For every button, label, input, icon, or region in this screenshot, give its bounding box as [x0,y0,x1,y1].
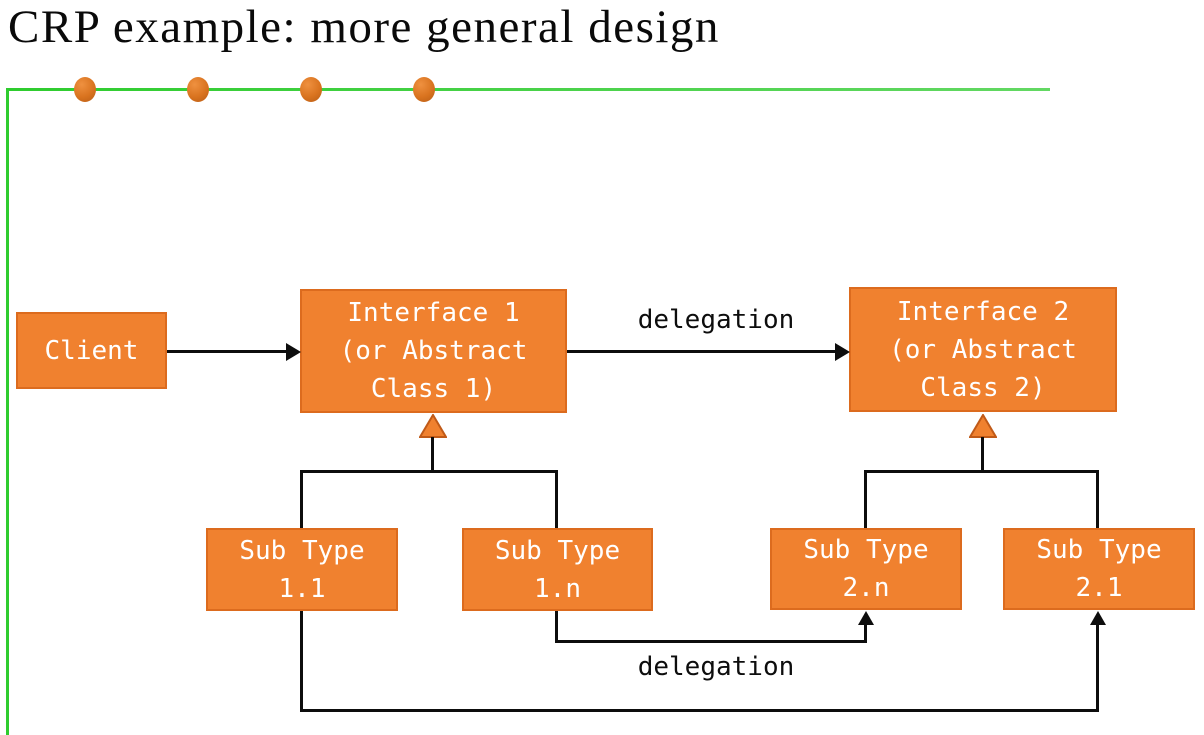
node-subtype-2-n: Sub Type 2.n [770,528,962,610]
inheritance-branch-line [300,470,558,473]
generalization-arrow-icon [969,414,997,438]
arrowhead-up-icon [858,611,874,625]
node-label: Class 1) [370,374,497,404]
node-label: Interface 1 [347,298,520,328]
accent-rule-horizontal [6,88,1050,91]
inheritance-branch-line [864,470,1099,473]
delegation-line-segment [555,640,867,643]
client-to-interface1-line [167,350,289,353]
bullet-dot-icon [300,77,322,102]
node-label: 2.1 [1075,573,1123,603]
delegation-line-segment [555,611,558,643]
node-interface-1: Interface 1 (or Abstract Class 1) [300,289,567,413]
delegation-line-segment [1096,623,1099,712]
node-label: 1.n [534,573,581,604]
node-subtype-1-1: Sub Type 1.1 [206,528,398,611]
node-client: Client [16,312,167,389]
arrowhead-up-icon [1090,611,1106,625]
node-label: Sub Type [494,535,621,566]
node-interface-2: Interface 2 (or Abstract Class 2) [849,287,1117,412]
node-label: Client [44,335,139,366]
node-label: Class 2) [920,372,1046,403]
node-label: Interface 2 [896,296,1070,327]
accent-rule-vertical [6,88,9,735]
node-label: Sub Type [239,535,365,566]
inheritance-stem-line [981,437,984,473]
node-label: 2.n [842,573,890,603]
inheritance-stem-line [431,437,434,473]
bullet-dot-icon [187,77,209,102]
bullet-dot-icon [74,77,96,102]
node-label: Sub Type [1036,535,1162,565]
delegation-line-segment [300,709,1099,712]
node-label: 1.1 [278,573,326,604]
inheritance-drop-line [1096,470,1099,528]
inheritance-drop-line [555,470,558,528]
node-label: Sub Type [803,535,929,565]
node-label: (or Abstract [339,336,528,366]
node-label: (or Abstract [889,334,1077,365]
slide-title: CRP example: more general design [8,1,720,53]
delegation-label-top: delegation [637,305,795,335]
arrowhead-right-icon [286,343,301,361]
bullet-dot-icon [413,77,435,102]
delegation-line-segment [864,623,867,643]
delegation-line-segment [300,611,303,712]
node-subtype-1-n: Sub Type 1.n [462,528,653,611]
inheritance-drop-line [864,470,867,528]
interface1-to-interface2-line [567,350,837,353]
delegation-label-bottom: delegation [637,652,795,682]
generalization-arrow-icon [419,414,447,438]
node-subtype-2-1: Sub Type 2.1 [1003,528,1195,610]
arrowhead-right-icon [835,343,850,361]
inheritance-drop-line [300,470,303,528]
